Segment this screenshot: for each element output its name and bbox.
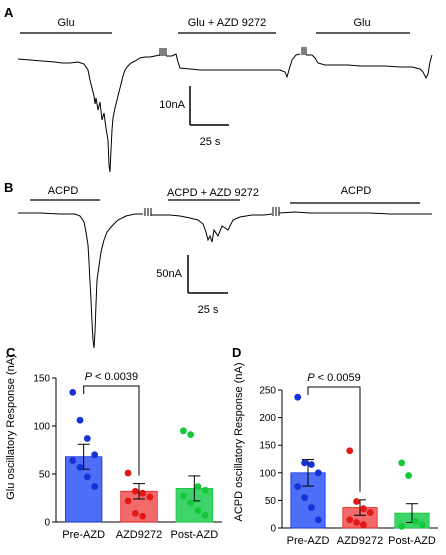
panel-d-data-point: [412, 517, 419, 525]
panel-c-data-point: [179, 427, 187, 435]
panel-d-y-tick-label: 200: [259, 413, 276, 424]
panel-c-y-tick-label: 50: [39, 470, 51, 481]
panel-a: A Glu Glu + AZD 9272 Glu 10nA 25 s: [4, 5, 433, 173]
panel-c-data-point: [187, 431, 195, 439]
panel-d-data-point: [418, 521, 426, 529]
panel-d-significance-bracket: [307, 386, 361, 492]
panel-d-y-tick-label: 100: [259, 468, 276, 479]
panel-d-data-point: [308, 504, 315, 511]
panel-c-data-point: [76, 416, 84, 424]
panel-c-data-point: [146, 493, 154, 501]
panel-d-data-point: [405, 472, 412, 479]
panel-c-significance-label: P < 0.0039: [85, 371, 139, 383]
glu-segment-label-2: Glu: [353, 17, 370, 29]
panel-d-y-tick-label: 250: [259, 386, 276, 397]
panel-d-y-tick-label: 0: [270, 524, 276, 535]
panel-c-chart: C Glu oscillatory Response (nA) 0 50 100 15…: [5, 345, 222, 541]
panel-b: B ACPD ACPD + AZD 9272 ACPD 50nA 25 s: [4, 180, 432, 349]
panel-c-data-point: [76, 463, 84, 471]
panel-c-data-point: [201, 486, 209, 494]
panel-d-data-point: [308, 461, 315, 468]
panel-d-y-axis-label: ACPD oscillatory Response (nA): [233, 363, 245, 522]
panel-c-data-point: [139, 512, 147, 520]
panel-c-x-tick-label: AZD9272: [116, 529, 162, 541]
panel-a-letter: A: [4, 5, 14, 20]
panel-c-y-tick-label: 150: [33, 374, 50, 385]
panel-d-data-point: [366, 509, 374, 516]
panel-c-data-point: [124, 469, 132, 477]
panel-c-data-point: [83, 473, 91, 481]
panel-c-data-point: [194, 507, 202, 514]
panel-d-chart: D ACPD oscillatory Response (nA) 0 50 100 1…: [232, 345, 438, 547]
scale-bar-b-x-label: 25 s: [198, 304, 219, 316]
panel-c-data-point: [131, 487, 139, 495]
panel-c-data-point: [83, 435, 91, 442]
panel-c-data-point: [124, 497, 132, 505]
glu-azd-segment-label: Glu + AZD 9272: [188, 17, 267, 29]
panel-c-data-point: [91, 451, 99, 459]
panel-d-data-point: [353, 519, 360, 526]
panel-d-data-point: [294, 483, 302, 490]
panel-c-y-tick-label: 100: [33, 422, 50, 433]
panel-c-y-tick-label: 0: [44, 518, 50, 529]
panel-c-data-point: [69, 389, 77, 396]
panel-c-data-point: [201, 511, 209, 519]
panel-d-data-point: [346, 447, 354, 455]
scale-bar-a-x-label: 25 s: [200, 136, 221, 148]
panel-d-data-point: [360, 505, 367, 513]
panel-d-x-tick-label: Pre-AZD: [287, 535, 330, 547]
acpd-current-trace: [18, 207, 432, 349]
panel-d-data-point: [314, 516, 322, 524]
panel-d-data-point: [314, 469, 322, 477]
panel-c-data-point: [139, 489, 147, 497]
panel-c-data-point: [131, 509, 139, 517]
panel-c-letter: C: [6, 345, 16, 360]
panel-c-x-tick-label: Post-AZD: [170, 529, 218, 541]
panel-c-data-point: [194, 483, 202, 490]
scale-bar-a-y-label: 10nA: [159, 99, 185, 111]
glu-current-trace: [17, 47, 433, 173]
panel-d-data-point: [294, 393, 302, 401]
panel-d-data-point: [346, 516, 354, 524]
panel-d-data-point: [353, 498, 360, 505]
panel-d-data-point: [398, 522, 406, 530]
acpd-azd-segment-label: ACPD + AZD 9272: [167, 187, 259, 199]
acpd-segment-label-1: ACPD: [48, 185, 79, 197]
panel-c-data-point: [179, 492, 187, 500]
panel-d-y-tick-label: 50: [265, 496, 277, 507]
panel-c-data-point: [69, 457, 77, 464]
panel-d-data-point: [301, 459, 308, 467]
scale-bar-b-y-label: 50nA: [156, 268, 182, 280]
glu-segment-label-1: Glu: [57, 17, 74, 29]
panel-d-x-tick-label: AZD9272: [337, 535, 383, 547]
panel-d-x-tick-label: Post-AZD: [388, 535, 436, 547]
panel-c-data-point: [187, 499, 195, 507]
panel-d-data-point: [301, 494, 308, 502]
panel-c-significance-bracket: [83, 385, 140, 476]
panel-d-data-point: [398, 459, 406, 467]
panel-c-x-tick-label: Pre-AZD: [62, 529, 105, 541]
panel-d-data-point: [360, 521, 367, 529]
panel-d-y-tick-label: 150: [259, 441, 276, 452]
panel-d-letter: D: [232, 345, 241, 360]
panel-d-significance-label: P < 0.0059: [307, 372, 361, 384]
acpd-segment-label-2: ACPD: [341, 185, 372, 197]
panel-b-letter: B: [4, 180, 13, 195]
panel-c-y-axis-label: Glu oscillatory Response (nA): [5, 354, 17, 500]
panel-c-data-point: [91, 483, 99, 490]
